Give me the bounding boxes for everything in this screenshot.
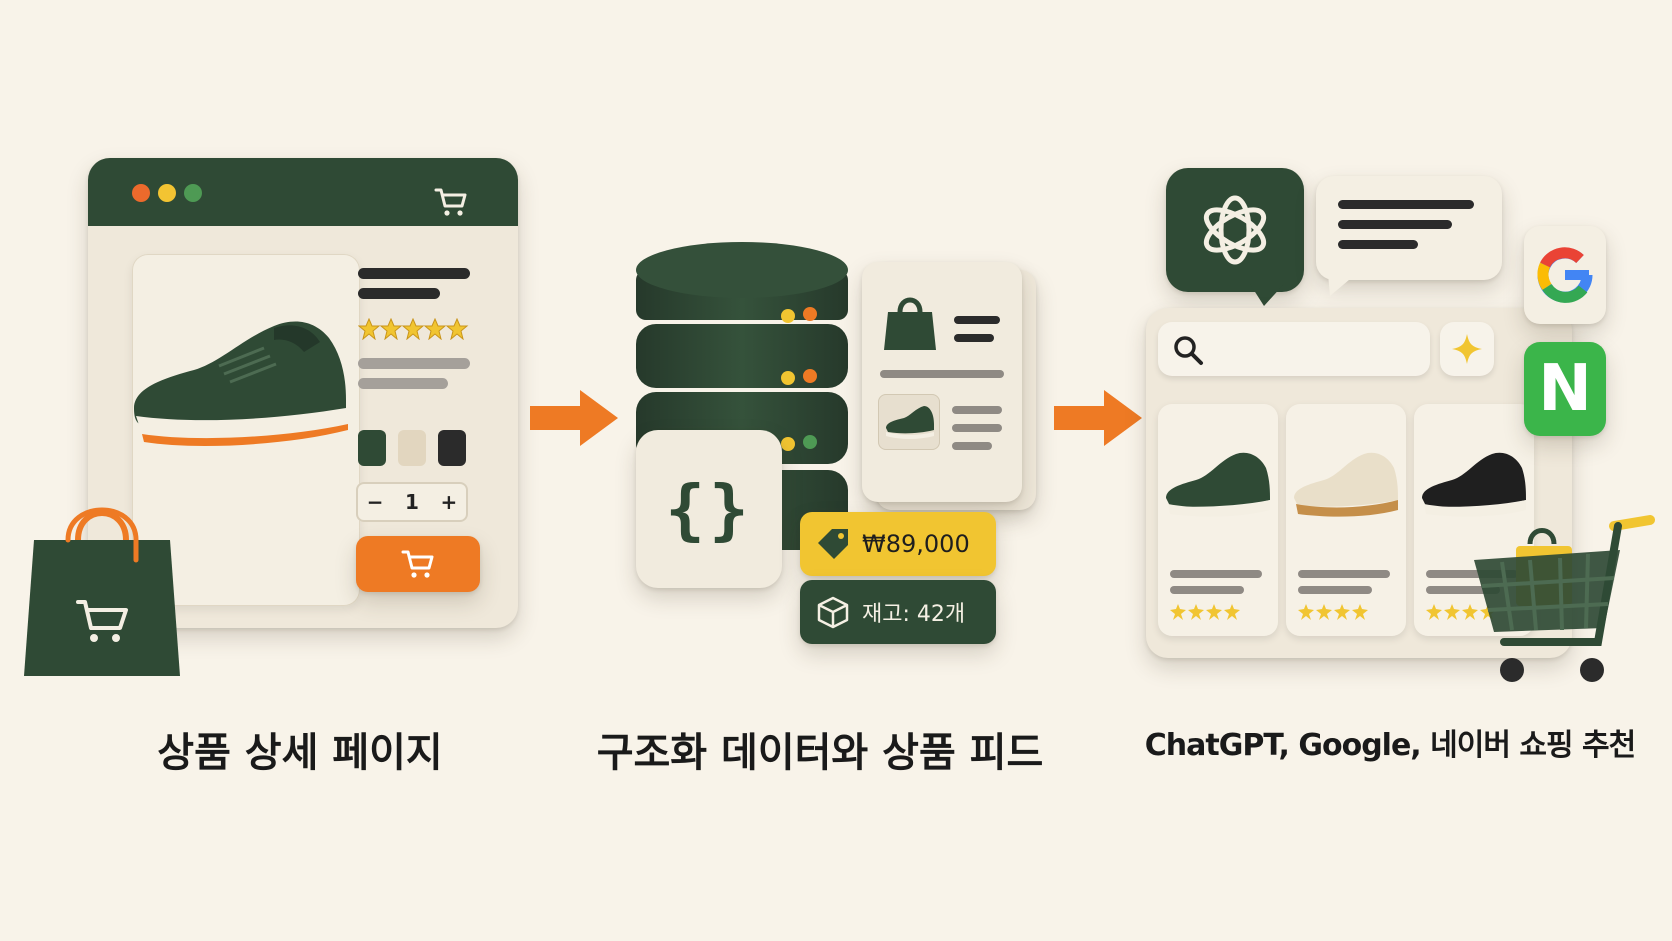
product-card-cream[interactable] (1286, 404, 1406, 636)
quantity-stepper[interactable]: − 1 + (356, 482, 468, 522)
answer-bubble-tail (1328, 274, 1356, 296)
json-braces-tile: {} (636, 430, 782, 588)
green-dot-icon[interactable] (184, 184, 202, 202)
price-value: ₩89,000 (862, 530, 970, 558)
feed-line (952, 424, 1002, 432)
caption-ai-shopping: ChatGPT, Google, 네이버 쇼핑 추천 (1144, 728, 1636, 763)
description-line-2 (358, 378, 448, 389)
card-line (1170, 586, 1244, 594)
qty-plus-button[interactable]: + (440, 490, 458, 514)
answer-line (1338, 200, 1474, 209)
feed-line (952, 442, 992, 450)
sneaker-image (1166, 452, 1270, 517)
arrow-right-icon (530, 390, 618, 446)
rating-stars (1426, 604, 1496, 620)
ai-sparkle-button[interactable] (1440, 322, 1494, 376)
caption-structured-data: 구조화 데이터와 상품 피드 (596, 730, 1044, 776)
description-line-1 (358, 358, 470, 369)
subtitle-line (358, 288, 440, 299)
color-swatch-cream[interactable] (398, 430, 426, 466)
search-icon (1174, 336, 1203, 365)
bag-icon (884, 297, 936, 350)
feed-line (954, 316, 1000, 324)
sneaker-icon (886, 406, 934, 439)
add-to-cart-button[interactable] (356, 536, 480, 592)
card-line (1426, 586, 1500, 594)
shopping-cart-icon (1474, 515, 1655, 682)
card-line (1170, 570, 1262, 578)
title-line (358, 268, 470, 279)
stock-value: 재고: 42개 (862, 602, 966, 627)
naver-letter: N (1538, 352, 1592, 426)
google-tile (1524, 226, 1606, 324)
shopping-bag-icon (24, 507, 180, 676)
naver-logo-icon: N (1524, 342, 1606, 436)
yellow-dot-icon[interactable] (158, 184, 176, 202)
rating-stars (358, 318, 469, 340)
cart-icon[interactable] (434, 186, 468, 218)
arrow-right-icon (1054, 390, 1142, 446)
chat-bubble-tail (1250, 284, 1284, 306)
cart-icon (401, 550, 434, 578)
sneaker-image (1422, 452, 1526, 517)
caption-product-page: 상품 상세 페이지 (157, 730, 443, 776)
box-icon (817, 596, 849, 629)
openai-logo-icon (1203, 195, 1267, 265)
search-input[interactable] (1158, 322, 1430, 376)
feed-line (880, 370, 1004, 378)
price-badge: ₩89,000 (800, 512, 996, 576)
card-line (1298, 570, 1390, 578)
card-line (1426, 570, 1518, 578)
sparkle-icon (1452, 334, 1482, 364)
color-swatch-green[interactable] (358, 430, 386, 466)
stock-badge: 재고: 42개 (800, 580, 996, 644)
sneaker-thumbnail (878, 394, 940, 450)
sneaker-image (1294, 452, 1398, 517)
card-line (1298, 586, 1372, 594)
ai-answer-bubble (1316, 176, 1502, 280)
product-feed-document (862, 262, 1022, 502)
red-dot-icon[interactable] (132, 184, 150, 202)
chatgpt-bubble (1166, 168, 1304, 292)
rating-stars (1298, 604, 1368, 620)
product-card-green[interactable] (1158, 404, 1278, 636)
price-tag-icon (818, 529, 848, 559)
answer-line (1338, 220, 1452, 229)
json-braces-icon: {} (665, 470, 753, 548)
feed-line (952, 406, 1002, 414)
feed-line (954, 334, 994, 342)
qty-minus-button[interactable]: − (366, 490, 384, 514)
rating-stars (1170, 604, 1240, 620)
answer-line (1338, 240, 1418, 249)
google-logo-icon (1537, 247, 1593, 303)
quantity-value: 1 (405, 490, 419, 514)
sneaker-image (134, 321, 348, 446)
color-swatch-black[interactable] (438, 430, 466, 466)
